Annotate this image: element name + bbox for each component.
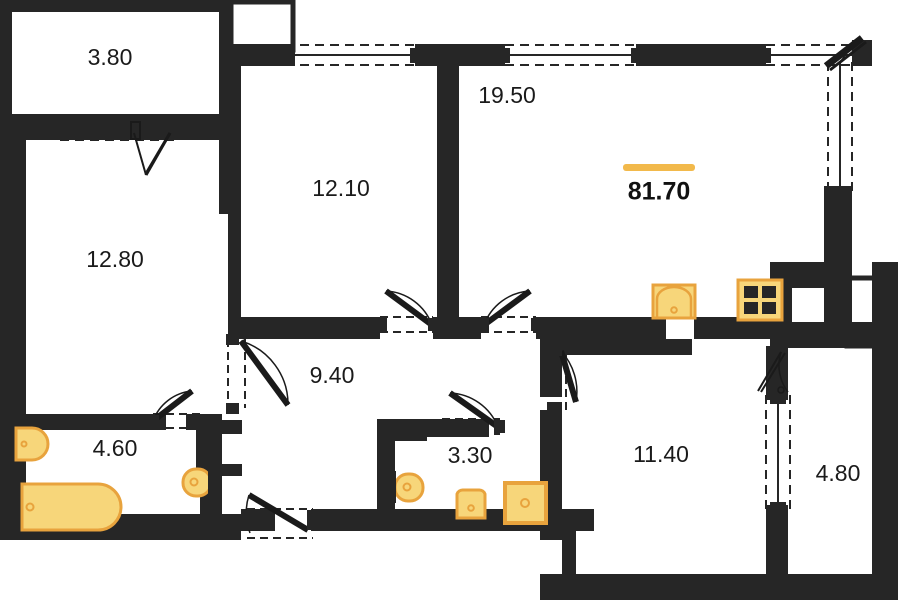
wall-bed-right-bottom: [540, 574, 780, 600]
wall-hall-top-c: [536, 317, 666, 339]
wall-hall-top-b: [433, 317, 481, 339]
door-bath2: [438, 390, 505, 435]
door-hall-right: [547, 345, 579, 413]
kitchen-sink-fixture: [651, 283, 697, 320]
door-balcony-right-top: [823, 35, 867, 72]
bathtub-fixture: [20, 482, 123, 532]
total-area-label: 81.70: [628, 178, 691, 206]
wall-bottom-b: [311, 509, 562, 531]
wall-bed-right-top: [562, 339, 692, 355]
door-entry: [242, 492, 318, 539]
washbasin-fixture-2: [455, 488, 487, 520]
door-bedroom-left: [148, 388, 204, 429]
kitchen-stove-fixture: [736, 278, 784, 322]
window-top-1: [281, 44, 419, 66]
wall-balcony-bottom: [0, 114, 231, 140]
wall-bed-right-right-a: [766, 346, 788, 400]
window-balcony-left: [55, 119, 179, 141]
room-label-bedroom-right: 11.40: [633, 441, 689, 467]
wall-right-outer: [872, 262, 898, 600]
room-label-bedroom-middle: 12.10: [312, 175, 370, 201]
shower-fixture: [503, 481, 548, 525]
wall-top-seg-c: [636, 44, 766, 66]
wall-bath2-nook-b: [389, 431, 427, 441]
wall-top-seg-b: [415, 44, 505, 66]
wall-hall-top-d: [694, 317, 774, 339]
room-label-balcony-top-left: 3.80: [88, 44, 133, 70]
toilet-fixture-1: [181, 466, 222, 498]
wall-right-pier: [824, 186, 852, 348]
wall-bath-top-a: [0, 414, 166, 430]
door-hall-left: [226, 334, 291, 414]
wall-balcony-right-bottom: [780, 574, 898, 600]
wall-top-seg-a: [241, 44, 285, 66]
total-area-accent-bar: [623, 164, 695, 171]
wall-balcony-left: [0, 0, 12, 120]
wall-top-corner-right: [852, 40, 872, 66]
wall-part-left-lower: [228, 200, 241, 335]
toilet-fixture-2: [383, 471, 425, 503]
window-balcony-right: [765, 395, 791, 511]
wall-balcony-top: [0, 0, 231, 12]
door-livingroom: [478, 288, 542, 333]
fixture-group: [14, 278, 784, 532]
room-label-living-room: 19.50: [478, 82, 536, 108]
shaft-wall-left: [196, 420, 208, 476]
room-label-bathroom-second: 3.30: [448, 442, 493, 468]
wall-left-outer: [0, 114, 26, 424]
room-label-bedroom-left: 12.80: [86, 246, 144, 272]
shaft-box-top: [228, 0, 296, 53]
label-group: 3.80 12.80 12.10 19.50 9.40 4.60 3.30 11…: [86, 44, 860, 486]
washbasin-fixture: [14, 426, 50, 462]
wall-part-middle: [437, 62, 459, 324]
window-right: [827, 62, 853, 195]
window-top-2: [501, 44, 640, 66]
door-bedroom-middle: [376, 288, 439, 333]
door-group: [130, 35, 867, 539]
room-label-bathroom-main: 4.60: [93, 435, 138, 461]
door-balcony-left: [130, 121, 172, 176]
room-label-balcony-right: 4.80: [816, 460, 861, 486]
room-label-hall: 9.40: [310, 362, 355, 388]
door-bedroom-right: [757, 351, 789, 394]
window-group: [55, 44, 860, 511]
wall-hall-top-a: [228, 317, 380, 339]
wall-part-left-upper: [219, 114, 241, 214]
